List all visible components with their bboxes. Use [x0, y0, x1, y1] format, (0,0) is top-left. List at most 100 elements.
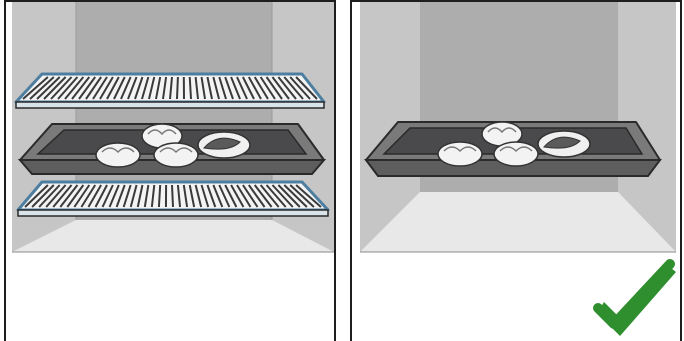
pastry — [95, 142, 141, 168]
rack-bar — [157, 184, 162, 208]
rack-bar — [71, 76, 91, 100]
rack-bar — [87, 184, 102, 208]
rack-bar — [169, 76, 173, 100]
rack-bar — [295, 184, 322, 208]
rack-bar — [253, 76, 269, 100]
rack-bar — [66, 184, 85, 208]
rack-bar — [31, 184, 55, 208]
baking-tray — [364, 121, 662, 177]
pastry — [481, 121, 523, 147]
rack-bar — [247, 76, 262, 100]
rack-bar — [194, 184, 203, 208]
rack-bar — [129, 184, 138, 208]
rack-bar — [259, 184, 280, 208]
rack-bar — [212, 76, 220, 100]
rack-bar — [248, 184, 266, 208]
rack-bar — [295, 76, 318, 100]
oven-scene-right — [360, 2, 676, 336]
rack-bar — [283, 76, 304, 100]
pastry-opened — [197, 131, 251, 159]
rack-bar — [127, 76, 138, 100]
rack-bar — [194, 76, 199, 100]
rack-bar — [188, 76, 192, 100]
baking-tray — [17, 123, 327, 175]
rack-bar — [242, 184, 259, 208]
oven-scene-left — [12, 2, 334, 253]
pastry — [153, 142, 199, 168]
rack-bar — [22, 76, 49, 100]
rack-bar — [122, 184, 132, 208]
rack-bar — [141, 76, 150, 100]
oven-panel-tray-only — [350, 0, 682, 341]
rack-bar — [50, 76, 73, 100]
rack-bar — [289, 76, 311, 100]
rack-bar — [150, 184, 156, 208]
rack-bar — [143, 184, 150, 208]
rack-bar — [64, 76, 85, 100]
rack-bar — [85, 76, 102, 100]
rack-bar — [265, 184, 287, 208]
rack-bar — [212, 184, 224, 208]
rack-bar — [80, 184, 97, 208]
rack-bar — [134, 76, 144, 100]
rack-bar — [218, 76, 227, 100]
rack-bar — [176, 76, 179, 100]
rack-bar — [106, 76, 120, 100]
rack-bar — [188, 184, 196, 208]
rack-bar — [271, 184, 294, 208]
rack-bar — [176, 184, 182, 208]
rack-bar — [36, 76, 61, 100]
rack-bar — [236, 184, 252, 208]
rack-bar — [206, 76, 213, 100]
rack-bar — [43, 76, 67, 100]
rack-bar — [73, 184, 91, 208]
rack-bar — [271, 76, 290, 100]
rack-bar — [78, 76, 96, 100]
rack-bar — [236, 76, 248, 100]
rack-bar — [230, 76, 241, 100]
rack-bar — [224, 184, 238, 208]
rack-bar — [277, 184, 301, 208]
rack-bar — [92, 76, 108, 100]
check-mark-icon — [593, 259, 676, 336]
rack-bar — [230, 184, 245, 208]
rack-bar — [108, 184, 120, 208]
rack-bar — [259, 76, 276, 100]
rack-bar — [265, 76, 283, 100]
rack-bar — [38, 184, 61, 208]
rack-bar — [52, 184, 73, 208]
pastry — [493, 141, 539, 167]
pastry-group — [95, 123, 251, 168]
upper-wire-rack — [14, 72, 326, 109]
pastry-opened — [537, 130, 591, 158]
pastry — [437, 141, 483, 167]
rack-bar — [200, 76, 206, 100]
rack-bar — [283, 184, 308, 208]
rack-bar — [155, 76, 162, 100]
rack-bar — [206, 184, 217, 208]
rack-bar — [94, 184, 108, 208]
pastry-group — [437, 121, 591, 167]
rack-bar — [24, 184, 49, 208]
rack-bar — [200, 184, 210, 208]
rack-bar — [242, 76, 255, 100]
rack-bar — [115, 184, 126, 208]
rack-bar — [148, 76, 156, 100]
rack-bar — [59, 184, 79, 208]
rack-bar — [224, 76, 234, 100]
rack-bar — [218, 184, 231, 208]
rack-bar — [45, 184, 67, 208]
rack-bar — [136, 184, 144, 208]
rack-bar — [162, 76, 168, 100]
lower-wire-rack — [16, 180, 330, 217]
rack-bar — [182, 184, 189, 208]
rack-bar — [99, 76, 114, 100]
rack-bar — [171, 184, 174, 208]
rack-bar — [253, 184, 273, 208]
rack-bar — [289, 184, 315, 208]
rack-bar — [29, 76, 55, 100]
rack-bar — [113, 76, 126, 100]
rack-bar — [57, 76, 79, 100]
rack-bar — [277, 76, 297, 100]
rack-bar — [101, 184, 114, 208]
